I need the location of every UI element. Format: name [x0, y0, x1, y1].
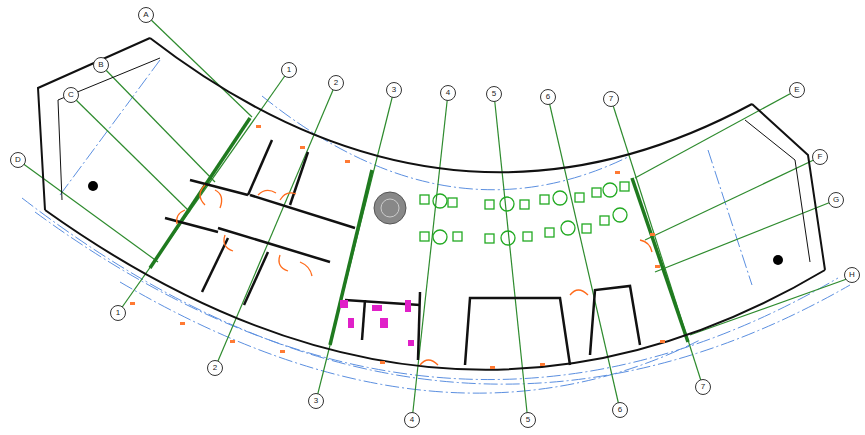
grid-label: D	[15, 156, 21, 164]
grid-label: 1	[287, 66, 291, 74]
grid-label: 5	[526, 416, 530, 424]
grid-bubble: 4	[404, 412, 420, 428]
grid-bubble: H	[844, 267, 860, 283]
grid-label: F	[818, 153, 823, 161]
grid-label: 1	[116, 309, 120, 317]
grid-bubble: E	[789, 82, 805, 98]
grid-label: 2	[334, 79, 338, 87]
grid-bubble: 3	[386, 82, 402, 98]
grid-bubble: 1	[110, 305, 126, 321]
grid-bubble: A	[138, 7, 154, 23]
grid-label: 6	[618, 406, 622, 414]
grid-label: 3	[392, 86, 396, 94]
grid-bubble: 2	[328, 75, 344, 91]
fixture	[340, 300, 414, 346]
grid-bubble: 3	[308, 393, 324, 409]
grid-bubble: B	[93, 57, 109, 73]
grid-bubble: 7	[695, 379, 711, 395]
grid-bubble: 4	[440, 85, 456, 101]
grid-label: 3	[314, 397, 318, 405]
grid-bubble: 1	[281, 62, 297, 78]
spiral-stair	[381, 199, 399, 217]
grid-bubble: 6	[540, 89, 556, 105]
grid-bubble: 5	[486, 86, 502, 102]
building-outline	[38, 38, 825, 370]
grid-label: A	[143, 11, 148, 19]
grid-bubble: 7	[603, 91, 619, 107]
grid-bubble: D	[10, 152, 26, 168]
grid-label: 5	[492, 90, 496, 98]
door-swing	[177, 185, 652, 365]
column-dot	[773, 255, 783, 265]
spiral-stair	[374, 192, 406, 224]
grid-bubble: 2	[207, 360, 223, 376]
grid-label: 2	[213, 364, 217, 372]
grid-label: B	[98, 61, 103, 69]
column-dot	[88, 181, 98, 191]
grid-bubble: G	[828, 192, 844, 208]
grid-label: H	[849, 271, 855, 279]
grid-label: 7	[609, 95, 613, 103]
grid-bubble: 6	[612, 402, 628, 418]
furniture	[420, 182, 629, 245]
window-mark	[130, 125, 665, 369]
grid-label: 7	[701, 383, 705, 391]
grid-bubble: 5	[520, 412, 536, 428]
dimension-line	[22, 60, 850, 393]
grid-bubble: C	[63, 87, 79, 103]
interior-wall	[165, 140, 640, 365]
grid-label: 4	[410, 416, 414, 424]
grid-label: 4	[446, 89, 450, 97]
grid-label: E	[794, 86, 799, 94]
grid-label: 6	[546, 93, 550, 101]
grid-bubble: F	[812, 149, 828, 165]
grid-label: G	[833, 196, 839, 204]
grid-line	[18, 15, 858, 422]
grid-label: C	[68, 91, 74, 99]
